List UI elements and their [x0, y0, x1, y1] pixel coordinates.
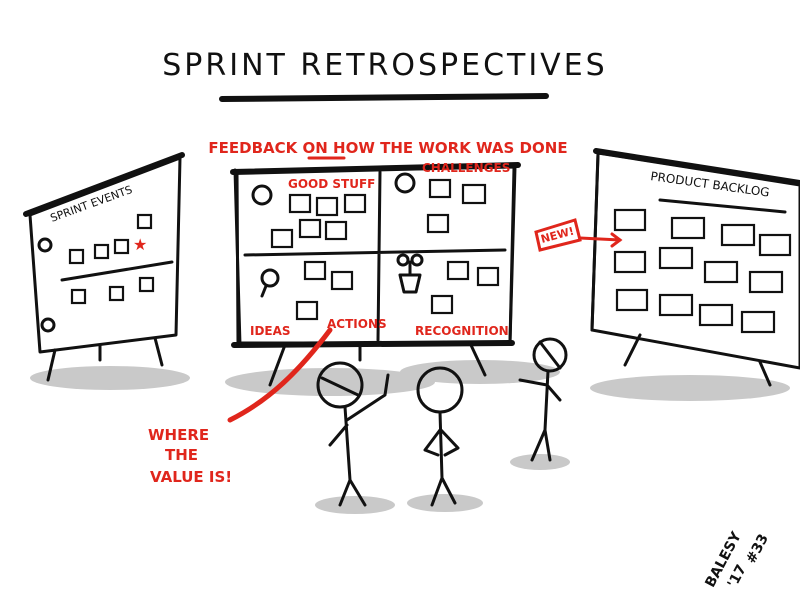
quadrant-recognition: RECOGNITION	[415, 324, 509, 338]
happy-face-icon	[251, 184, 273, 206]
quadrant-actions: ACTIONS	[327, 317, 387, 331]
page-title: SPRINT RETROSPECTIVES	[162, 48, 607, 83]
board-subtitle: FEEDBACK ON HOW THE WORK WAS DONE	[208, 139, 567, 157]
product-backlog-board: PRODUCT BACKLOG	[590, 148, 800, 387]
retrospective-board: GOOD STUFF CHALLENGES IDEAS ACTIONS RECO…	[230, 161, 521, 387]
where-the-value-note: WHERE THE VALUE IS!	[148, 426, 232, 486]
value-note-line: THE	[165, 446, 198, 464]
value-note-line: VALUE IS!	[150, 468, 232, 486]
flower-pot-icon	[396, 253, 424, 294]
value-arrow	[227, 327, 333, 423]
star-icon: ★	[133, 237, 147, 254]
quadrant-ideas: IDEAS	[250, 324, 291, 338]
value-note-line: WHERE	[148, 426, 209, 444]
arrow-icon	[578, 232, 623, 248]
signature-number: #33	[743, 531, 772, 566]
lightbulb-icon	[260, 268, 280, 298]
person-center	[416, 366, 464, 507]
person-pointing	[316, 361, 390, 507]
person-right	[518, 337, 568, 462]
sprint-events-board: SPRINT EVENTS ★	[23, 152, 185, 382]
new-label-box	[534, 218, 582, 252]
title-underline	[219, 93, 549, 102]
backlog-items	[613, 208, 792, 334]
neutral-face-icon	[394, 172, 416, 194]
happy-face-icon	[37, 237, 53, 253]
quadrant-challenges: CHALLENGES	[422, 161, 510, 175]
ground-shadows	[30, 360, 790, 514]
sticky-notes	[68, 213, 155, 305]
sad-face-icon	[40, 317, 56, 333]
signature: BALESY '17 #33	[702, 520, 772, 600]
quadrant-good-stuff: GOOD STUFF	[288, 177, 375, 191]
sticky-notes	[270, 178, 500, 321]
